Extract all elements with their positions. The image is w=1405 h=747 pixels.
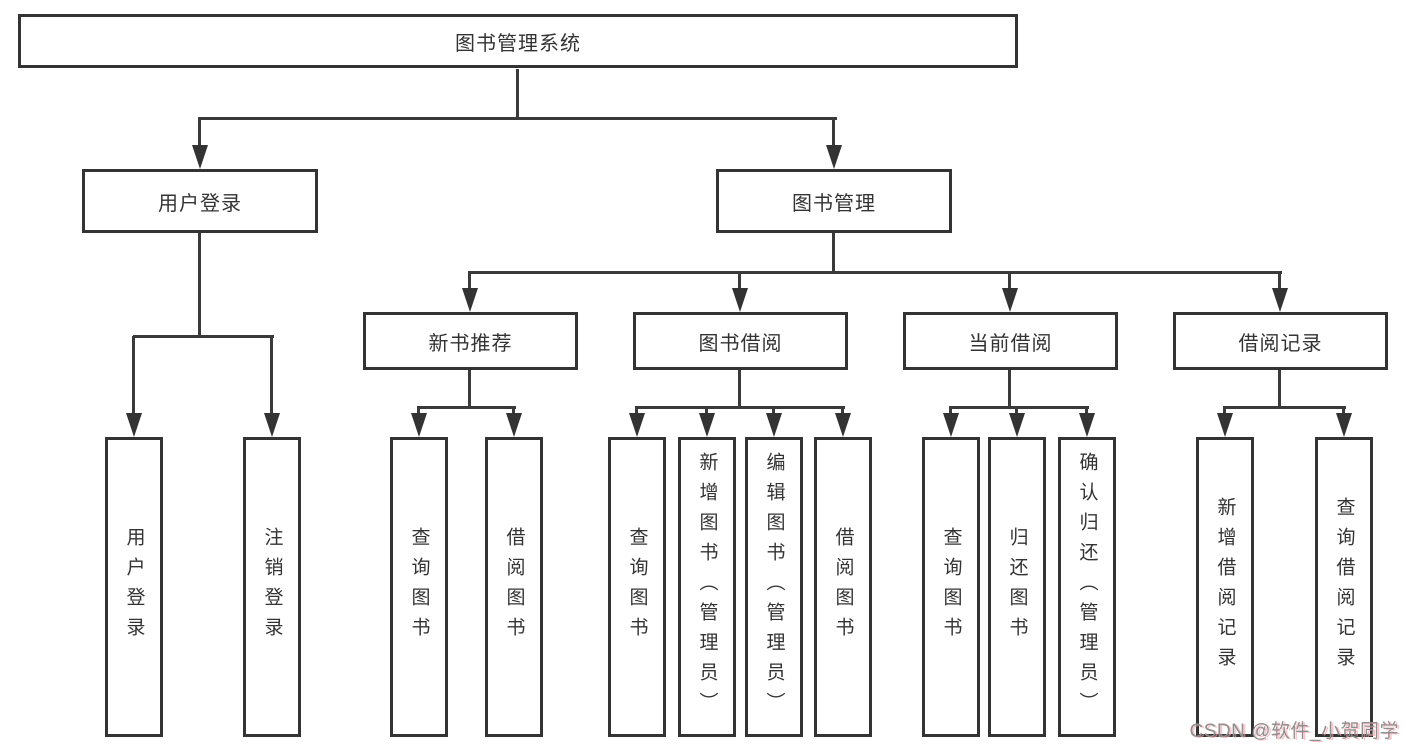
connector-borrow-rail (635, 406, 845, 409)
node-user-login: 用户登录 (82, 169, 318, 233)
leaf-borrow-books: 借阅图书 (485, 437, 543, 737)
connector-user-drop-2 (270, 336, 273, 416)
leaf-label: 查询借阅记录 (1333, 497, 1355, 677)
leaf-label: 查询图书 (408, 527, 430, 647)
arrow-down-icon (126, 413, 142, 437)
leaf-add-borrow-record: 新增借阅记录 (1196, 437, 1254, 737)
connector-user-rail (133, 335, 274, 338)
arrow-down-icon (1002, 288, 1018, 312)
connector-current-stem (1008, 370, 1011, 409)
connector-mgmt-drop-2 (738, 272, 741, 292)
connector-user-stem (198, 233, 201, 337)
leaf-return-books: 归还图书 (988, 437, 1046, 737)
leaf-confirm-return-admin: 确认归还（管理员） (1058, 437, 1116, 737)
connector-mgmt-rail (468, 271, 1282, 274)
leaf-query-borrow-record: 查询借阅记录 (1315, 437, 1373, 737)
connector-borrow-drop-2 (705, 407, 708, 417)
leaf-label: 用户登录 (123, 527, 145, 647)
arrow-down-icon (411, 413, 427, 437)
connector-borrow-drop-3 (772, 407, 775, 417)
node-label: 当前借阅 (968, 332, 1053, 355)
leaf-user-login: 用户登录 (105, 437, 163, 737)
connector-root-drop-right (832, 118, 835, 148)
connector-current-drop-2 (1015, 407, 1018, 417)
connector-records-rail (1223, 406, 1346, 409)
arrow-down-icon (506, 413, 522, 437)
arrow-down-icon (192, 145, 208, 169)
connector-root-rail (198, 117, 837, 120)
leaf-query-books-3: 查询图书 (922, 437, 980, 737)
arrow-down-icon (1336, 413, 1352, 437)
leaf-label: 新增借阅记录 (1214, 497, 1236, 677)
leaf-label: 确认归还（管理员） (1076, 452, 1098, 722)
arrow-down-icon (1217, 413, 1233, 437)
leaf-label: 注销登录 (261, 527, 283, 647)
node-label: 借阅记录 (1238, 332, 1323, 355)
arrow-down-icon (943, 413, 959, 437)
arrow-down-icon (826, 145, 842, 169)
connector-mgmt-drop-4 (1278, 272, 1281, 292)
connector-borrow-drop-1 (635, 407, 638, 417)
node-label: 图书借阅 (698, 332, 783, 355)
connector-user-drop-1 (132, 336, 135, 416)
arrow-down-icon (1079, 413, 1095, 437)
leaf-edit-books-admin: 编辑图书（管理员） (745, 437, 803, 737)
leaf-label: 编辑图书（管理员） (763, 452, 785, 722)
arrow-down-icon (629, 413, 645, 437)
connector-recommend-stem (468, 370, 471, 409)
leaf-label: 归还图书 (1006, 527, 1028, 647)
arrow-down-icon (1009, 413, 1025, 437)
leaf-label: 借阅图书 (503, 527, 525, 647)
arrow-down-icon (462, 288, 478, 312)
arrow-down-icon (699, 413, 715, 437)
node-book-management: 图书管理 (716, 169, 952, 233)
connector-mgmt-drop-3 (1008, 272, 1011, 292)
connector-recommend-drop-2 (512, 407, 515, 417)
leaf-label: 新增图书（管理员） (696, 452, 718, 722)
connector-root-stem (516, 69, 519, 118)
node-label: 新书推荐 (428, 332, 513, 355)
arrow-down-icon (835, 413, 851, 437)
connector-mgmt-stem (832, 233, 835, 274)
connector-current-drop-3 (1085, 407, 1088, 417)
leaf-logout: 注销登录 (243, 437, 301, 737)
leaf-borrow-books-2: 借阅图书 (814, 437, 872, 737)
connector-root-drop-left (198, 118, 201, 148)
connector-current-rail (949, 406, 1089, 409)
node-label: 用户登录 (158, 192, 242, 215)
connector-records-drop-1 (1223, 407, 1226, 417)
connector-records-stem (1278, 370, 1281, 409)
connector-recommend-rail (417, 406, 516, 409)
leaf-label: 借阅图书 (832, 527, 854, 647)
connector-mgmt-drop-1 (468, 272, 471, 292)
connector-borrow-drop-4 (841, 407, 844, 417)
arrow-down-icon (766, 413, 782, 437)
leaf-query-books: 查询图书 (390, 437, 448, 737)
leaf-query-books-2: 查询图书 (608, 437, 666, 737)
node-root-label: 图书管理系统 (455, 32, 581, 55)
connector-records-drop-2 (1342, 407, 1345, 417)
node-current-borrow: 当前借阅 (903, 312, 1118, 370)
connector-recommend-drop-1 (417, 407, 420, 417)
leaf-label: 查询图书 (940, 527, 962, 647)
connector-borrow-stem (738, 370, 741, 409)
csdn-watermark: CSDN @软件_小贺同学 (1189, 721, 1399, 742)
leaf-add-books-admin: 新增图书（管理员） (678, 437, 736, 737)
arrow-down-icon (264, 413, 280, 437)
node-borrow-records: 借阅记录 (1173, 312, 1388, 370)
node-label: 图书管理 (792, 192, 876, 215)
node-new-book-recommend: 新书推荐 (363, 312, 578, 370)
arrow-down-icon (732, 288, 748, 312)
node-book-borrow: 图书借阅 (633, 312, 848, 370)
arrow-down-icon (1272, 288, 1288, 312)
connector-current-drop-1 (949, 407, 952, 417)
leaf-label: 查询图书 (626, 527, 648, 647)
node-root: 图书管理系统 (18, 14, 1018, 68)
